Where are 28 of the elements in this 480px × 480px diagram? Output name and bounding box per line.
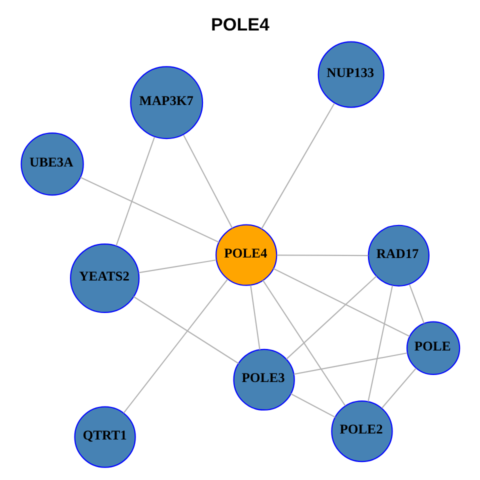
node-circle: NUP133 — [317, 41, 384, 108]
connector — [408, 284, 424, 324]
connector — [380, 368, 416, 408]
node-circle: POLE2 — [330, 400, 392, 462]
connector — [132, 296, 238, 364]
node-circle: UBE3A — [20, 132, 84, 196]
diagram-title: POLE4 — [210, 14, 269, 34]
connector — [138, 259, 216, 274]
node-circle: POLE — [406, 321, 460, 375]
node-circle: MAP3K7 — [130, 66, 203, 140]
node-circle: QTRT1 — [74, 406, 136, 468]
connector — [272, 268, 410, 337]
connector — [367, 285, 393, 402]
connector — [285, 276, 376, 360]
node-circle: POLE4 — [215, 224, 277, 286]
node-circle: POLE3 — [232, 348, 294, 411]
connector — [115, 136, 155, 246]
connector — [182, 134, 232, 228]
node-circle: YEATS2 — [70, 243, 140, 314]
connector — [276, 254, 368, 256]
connector — [293, 352, 407, 375]
node-circle: RAD17 — [367, 224, 430, 286]
connector — [262, 280, 346, 406]
connector — [260, 102, 334, 230]
connector — [290, 393, 336, 418]
connector — [122, 278, 228, 414]
connector — [250, 285, 260, 350]
connector — [80, 176, 219, 243]
